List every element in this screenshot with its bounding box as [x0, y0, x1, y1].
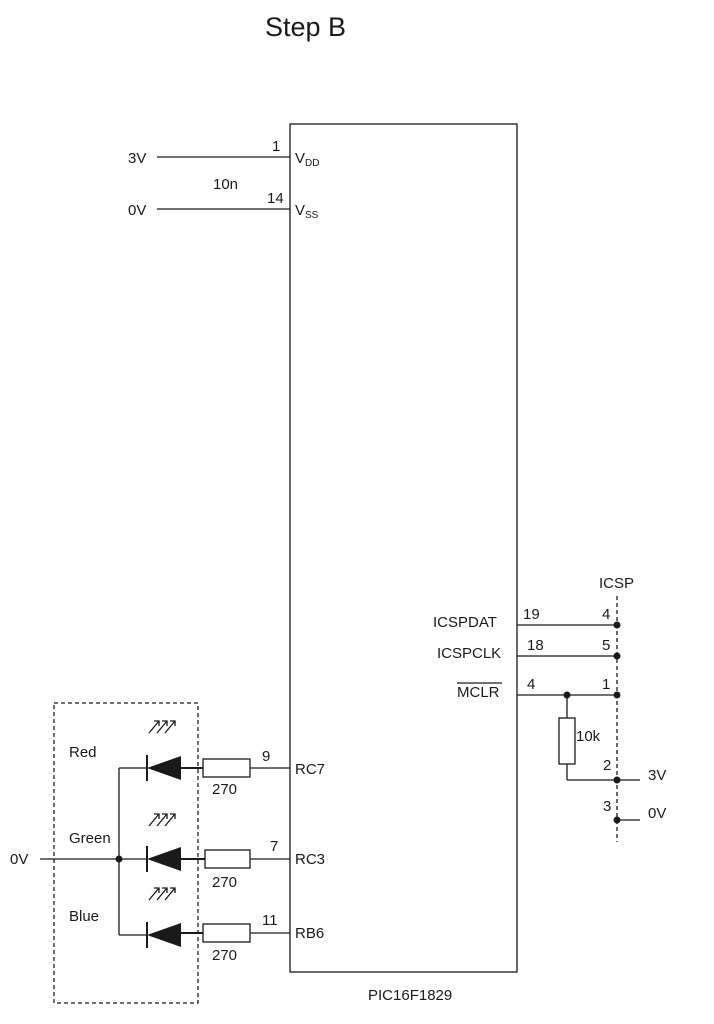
led-gnd-label: 0V — [10, 851, 28, 868]
icsp-pin1-number: 1 — [602, 676, 610, 693]
vss-pin-label: VSS — [295, 202, 319, 221]
icsp-3v-label: 3V — [648, 767, 666, 784]
green-light-emission-icon — [148, 813, 176, 827]
vss-pin-number: 14 — [267, 190, 284, 207]
vdd-pin-label: VDD — [295, 150, 319, 169]
rc3-pin-label: RC3 — [295, 851, 325, 868]
icsp-header-label: ICSP — [599, 575, 634, 592]
icspclk-pin-number: 18 — [527, 637, 544, 654]
blue-light-emission-icon — [148, 887, 176, 901]
green-led-diode — [147, 847, 181, 871]
green-resistor-value: 270 — [212, 874, 237, 891]
rb6-pin-number: 11 — [262, 912, 278, 929]
led-blue-label: Blue — [69, 908, 99, 925]
rb6-pin-label: RB6 — [295, 925, 324, 942]
icspdat-pin-label: ICSPDAT — [433, 614, 497, 631]
led-green-label: Green — [69, 830, 111, 847]
icsp-pin5-number: 5 — [602, 637, 610, 654]
rc7-pin-label: RC7 — [295, 761, 325, 778]
icsp-0v-label: 0V — [648, 805, 666, 822]
red-led-diode — [147, 756, 181, 780]
icsp-pin4-number: 4 — [602, 606, 610, 623]
blue-resistor-value: 270 — [212, 947, 237, 964]
icspclk-pin-label: ICSPCLK — [437, 645, 501, 662]
rgb-led-outline — [53, 702, 199, 1004]
mclr-pin-label: MCLR — [457, 684, 500, 701]
red-resistor — [202, 758, 251, 778]
chip-body — [289, 123, 518, 973]
mclr-pin-number: 4 — [527, 676, 535, 693]
rc3-pin-number: 7 — [270, 838, 278, 855]
red-resistor-value: 270 — [212, 781, 237, 798]
red-light-emission-icon — [148, 720, 176, 734]
green-resistor — [204, 849, 251, 869]
vdd-supply-label: 3V — [128, 150, 146, 167]
led-red-label: Red — [69, 744, 97, 761]
vdd-pin-number: 1 — [272, 138, 280, 155]
pullup-value: 10k — [576, 728, 601, 745]
pullup-resistor — [558, 717, 576, 765]
chip-part-number: PIC16F1829 — [368, 987, 452, 1004]
rc7-pin-number: 9 — [262, 748, 270, 765]
blue-led-diode — [147, 923, 181, 947]
icspdat-pin-number: 19 — [523, 606, 540, 623]
icsp-pin2-number: 2 — [603, 757, 611, 774]
icsp-pin3-number: 3 — [603, 798, 611, 815]
diagram-title: Step B — [265, 12, 346, 42]
capacitor-label: 10n — [213, 176, 238, 193]
blue-resistor — [202, 923, 251, 943]
vss-supply-label: 0V — [128, 202, 146, 219]
